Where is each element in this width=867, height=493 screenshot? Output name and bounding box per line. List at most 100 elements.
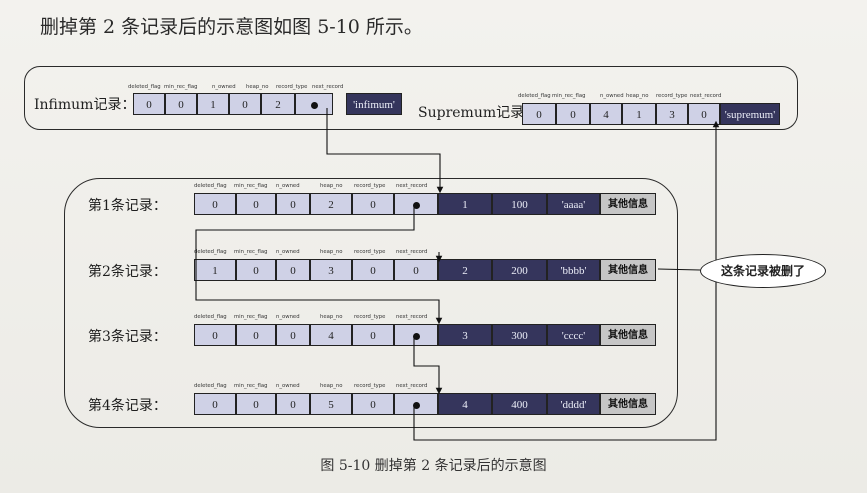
supremum-field-cell: 3	[656, 103, 688, 125]
infimum-supremum-container	[24, 66, 798, 130]
record-field-header: heap_no	[320, 183, 343, 189]
supremum-field-header: deleted_flag	[518, 93, 551, 99]
heading-text: 删掉第 2 条记录后的示意图如图 5-10 所示。	[40, 16, 423, 38]
record-field-header: deleted_flag	[194, 183, 227, 189]
record-field-cell	[394, 393, 438, 415]
record-field-header: deleted_flag	[194, 249, 227, 255]
record-field-cell: 200	[492, 259, 547, 281]
record-field-cell: 0	[236, 259, 276, 281]
infimum-field-cell	[295, 93, 333, 115]
record-field-cell: 0	[194, 193, 236, 215]
record-field-header: n_owned	[276, 383, 300, 389]
record-field-cell: 5	[310, 393, 352, 415]
record-field-header: heap_no	[320, 314, 343, 320]
infimum-field-cell: 'infimum'	[346, 93, 402, 115]
callout-connector	[657, 268, 701, 271]
record-field-header: n_owned	[276, 249, 300, 255]
infimum-field-header: next_record	[312, 84, 344, 90]
pointer-dot-icon	[310, 101, 318, 109]
record-field-cell: 1	[194, 259, 236, 281]
record-field-cell: 4	[310, 324, 352, 346]
record-label: 第3条记录：	[88, 329, 167, 345]
record-field-cell: 2	[310, 193, 352, 215]
record-field-cell: 'dddd'	[547, 393, 600, 415]
record-field-header: min_rec_flag	[234, 249, 268, 255]
record-field-header: min_rec_flag	[234, 314, 268, 320]
deleted-record-callout: 这条记录被删了	[700, 254, 826, 288]
record-field-cell: 其他信息	[600, 259, 656, 281]
record-field-cell: 0	[352, 259, 394, 281]
record-field-cell: 300	[492, 324, 547, 346]
supremum-label: Supremum记录：	[418, 105, 539, 121]
supremum-field-cell: 0	[556, 103, 590, 125]
pointer-dot-icon	[412, 401, 420, 409]
infimum-field-header: record_type	[276, 84, 308, 90]
record-field-header: next_record	[396, 383, 428, 389]
record-field-cell: 其他信息	[600, 324, 656, 346]
infimum-field-cell: 0	[165, 93, 197, 115]
supremum-field-header: n_owned	[600, 93, 624, 99]
record-field-header: heap_no	[320, 249, 343, 255]
record-field-cell: 0	[276, 324, 310, 346]
supremum-field-header: min_rec_flag	[552, 93, 586, 99]
record-label: 第4条记录：	[88, 398, 167, 414]
record-field-header: next_record	[396, 314, 428, 320]
record-field-header: record_type	[354, 383, 386, 389]
infimum-field-cell: 0	[133, 93, 165, 115]
record-field-header: next_record	[396, 183, 428, 189]
record-field-cell: 0	[194, 393, 236, 415]
record-label: 第1条记录：	[88, 198, 167, 214]
record-field-cell: 1	[438, 193, 492, 215]
infimum-field-cell: 2	[261, 93, 295, 115]
record-field-cell: 0	[276, 259, 310, 281]
record-field-cell: 其他信息	[600, 193, 656, 215]
record-field-cell: 0	[194, 324, 236, 346]
record-field-cell: 'aaaa'	[547, 193, 600, 215]
infimum-field-cell: 0	[229, 93, 261, 115]
supremum-field-cell: 4	[590, 103, 622, 125]
record-field-header: n_owned	[276, 314, 300, 320]
pointer-dot-icon	[412, 201, 420, 209]
record-field-cell	[394, 324, 438, 346]
record-field-header: record_type	[354, 314, 386, 320]
record-field-header: deleted_flag	[194, 314, 227, 320]
record-field-cell: 0	[352, 193, 394, 215]
record-field-header: record_type	[354, 183, 386, 189]
record-field-cell: 100	[492, 193, 547, 215]
supremum-field-header: record_type	[656, 93, 688, 99]
record1-next-arrow	[195, 204, 443, 325]
record3-next-arrow	[413, 336, 443, 395]
supremum-field-cell: 'supremum'	[720, 103, 780, 125]
record-field-header: record_type	[354, 249, 386, 255]
infimum-label: Infimum记录：	[34, 97, 136, 113]
supremum-field-header: heap_no	[626, 93, 649, 99]
record-field-header: deleted_flag	[194, 383, 227, 389]
infimum-field-header: min_rec_flag	[164, 84, 198, 90]
record-field-cell: 0	[352, 324, 394, 346]
record-field-cell: 4	[438, 393, 492, 415]
record-field-header: next_record	[396, 249, 428, 255]
record-field-cell: 0	[276, 193, 310, 215]
supremum-field-cell: 0	[688, 103, 720, 125]
supremum-field-header: next_record	[690, 93, 722, 99]
infimum-field-header: deleted_flag	[128, 84, 161, 90]
record-field-cell: 3	[438, 324, 492, 346]
infimum-next-arrow	[326, 108, 444, 194]
supremum-field-cell: 1	[622, 103, 656, 125]
user-records-container	[64, 178, 678, 428]
infimum-field-header: n_owned	[212, 84, 236, 90]
supremum-field-cell: 0	[522, 103, 556, 125]
record-field-cell	[394, 193, 438, 215]
infimum-field-header: heap_no	[246, 84, 269, 90]
record-field-cell: 0	[352, 393, 394, 415]
record-field-cell: 'cccc'	[547, 324, 600, 346]
record-field-cell: 0	[236, 193, 276, 215]
figure-caption: 图 5-10 删掉第 2 条记录后的示意图	[320, 458, 547, 474]
pointer-dot-icon	[412, 332, 420, 340]
record-field-cell: 'bbbb'	[547, 259, 600, 281]
record-field-cell: 0	[276, 393, 310, 415]
record-field-cell: 0	[236, 393, 276, 415]
record-field-cell: 0	[394, 259, 438, 281]
infimum-field-cell: 1	[197, 93, 229, 115]
